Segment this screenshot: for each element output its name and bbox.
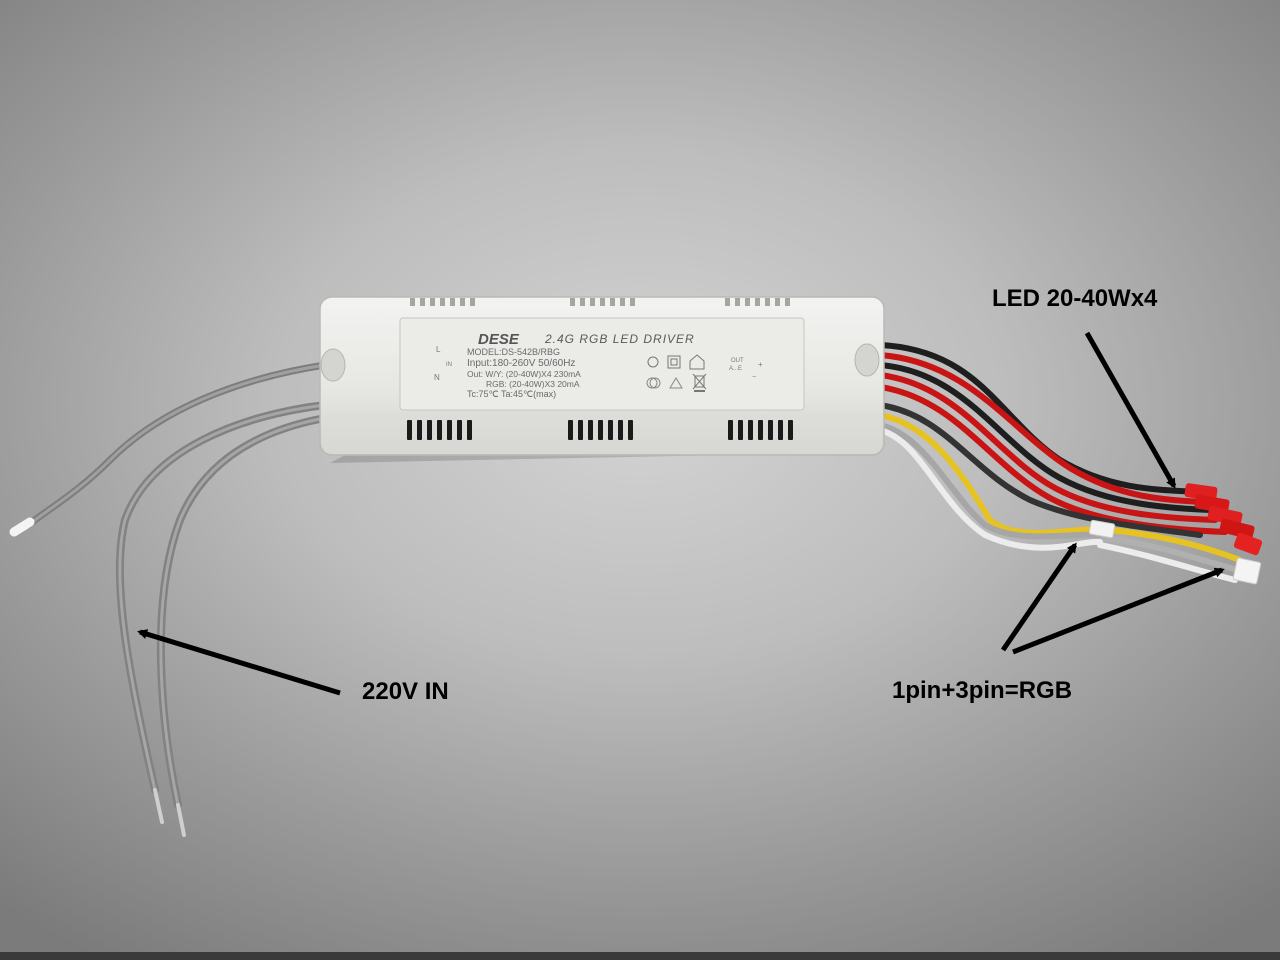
- arrow-ac-input: [137, 629, 341, 696]
- device-label: DESE 2.4G RGB LED DRIVER MODEL:DS-542B/R…: [399, 317, 805, 411]
- in-terminal-n: N: [434, 373, 440, 382]
- rgb-connectors: [1088, 519, 1262, 585]
- led-driver: DESE 2.4G RGB LED DRIVER MODEL:DS-542B/R…: [319, 296, 885, 463]
- in-terminal-l: L: [436, 345, 441, 354]
- input-line: Input:180-260V 50/60Hz: [467, 358, 575, 369]
- device-title: 2.4G RGB LED DRIVER: [544, 332, 695, 346]
- ac-wire-short: [24, 361, 329, 529]
- arrow-led-output: [1084, 331, 1177, 489]
- out-wy-line: Out: W/Y: (20-40W)X4 230mA: [467, 369, 581, 379]
- ac-wire-long-2: [156, 414, 329, 809]
- out-terminal-plus: +: [758, 360, 763, 369]
- rgb-3pin-connector: [1232, 557, 1262, 585]
- recycle-icon: [669, 377, 683, 389]
- callout-rgb-connector: 1pin+3pin=RGB: [892, 677, 1073, 704]
- wire-tip-copper-2: [176, 803, 186, 837]
- annotation-arrows: [137, 331, 1225, 696]
- out-terminal-label: OUT: [731, 358, 744, 364]
- bottom-bar: [0, 952, 1280, 960]
- brand-logo: DESE: [478, 331, 520, 348]
- weee-bin-icon: [692, 373, 707, 392]
- ac-input-wires: [9, 361, 329, 837]
- wire-tip-white: [9, 517, 35, 537]
- rgb-1pin-connector: [1088, 519, 1116, 539]
- out-rgb-line: RGB: (20-40W)X3 20mA: [486, 379, 580, 389]
- model-line: MODEL:DS-542B/RBG: [467, 347, 560, 357]
- arrow-rgb-3pin: [1012, 567, 1225, 655]
- output-wires: [877, 342, 1243, 583]
- callout-led-output: LED 20-40Wx4: [992, 285, 1158, 312]
- indoor-house-icon: [689, 354, 705, 370]
- class-ii-icon: [667, 355, 681, 369]
- safety-transformer-icon: [646, 377, 661, 389]
- out-terminal-minus: −: [752, 374, 756, 381]
- led-icon: [647, 356, 659, 368]
- arrow-rgb-1pin: [1000, 542, 1078, 652]
- wire-tip-copper-1: [153, 788, 164, 824]
- callout-ac-input: 220V IN: [362, 678, 449, 705]
- red-led-connectors: [1184, 483, 1263, 556]
- temp-line: Tc:75℃ Ta:45℃(max): [467, 389, 556, 399]
- out-terminal-ae: A...E: [729, 366, 742, 372]
- in-terminal-label: IN: [446, 362, 452, 368]
